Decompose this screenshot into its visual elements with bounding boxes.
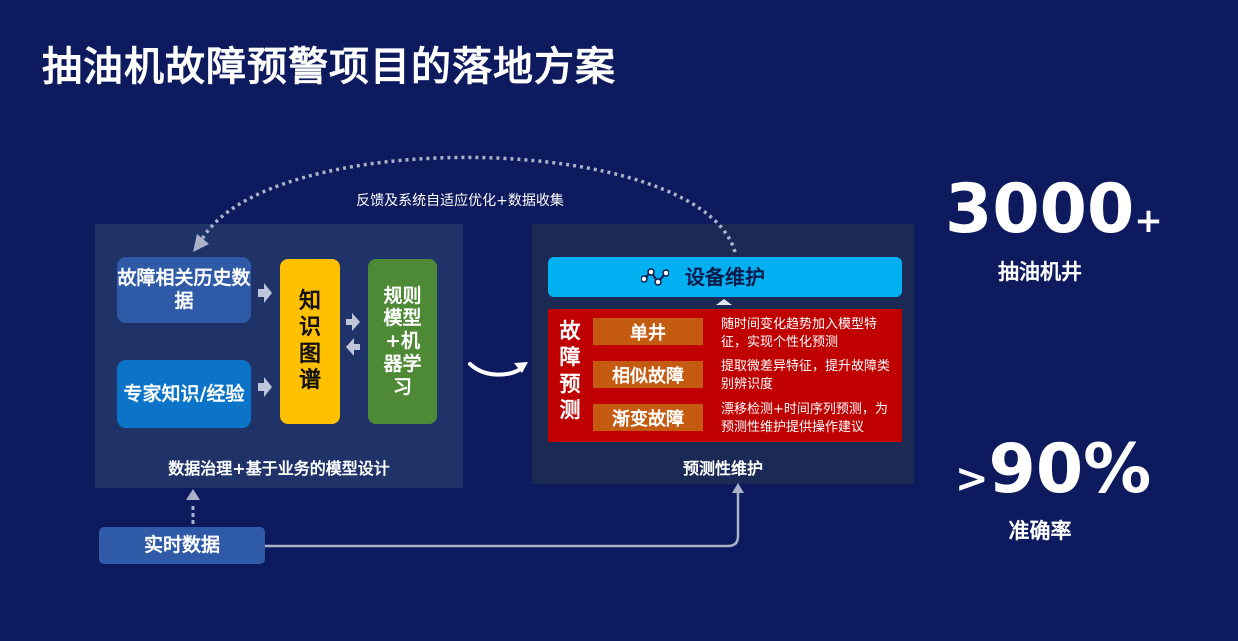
metric-wells: 3000+ <box>945 176 1163 244</box>
metric-wells-label: 抽油机井 <box>998 260 1082 284</box>
arrow-up-icon <box>716 299 732 305</box>
arrow-right-icon <box>346 313 360 331</box>
arrow-right-icon <box>258 377 272 397</box>
feedback-arrowhead-icon <box>193 234 209 252</box>
equipment-maintenance-bar: 设备维护 <box>548 257 902 297</box>
realtime-data-block: 实时数据 <box>99 527 265 564</box>
page-title: 抽油机故障预警项目的落地方案 <box>42 44 616 90</box>
outcome-desc-gradual-fault: 漂移检测+时间序列预测，为预测性维护提供操作建议 <box>721 402 888 436</box>
outcome-desc-single-well: 随时间变化趋势加入模型特征，实现个性化预测 <box>721 317 878 351</box>
network-nodes-icon <box>641 268 669 286</box>
metric-wells-suffix: + <box>1134 201 1163 241</box>
metric-accuracy-prefix: > <box>955 456 989 502</box>
outcome-tag-gradual-fault: 渐变故障 <box>593 404 703 431</box>
metric-accuracy-value: 90% <box>988 430 1152 509</box>
history-data-block: 故障相关历史数据 <box>117 257 251 323</box>
metric-accuracy-label: 准确率 <box>1008 519 1072 543</box>
arrow-right-icon <box>258 283 272 303</box>
right-panel-caption: 预测性维护 <box>682 459 763 478</box>
outcome-tag-similar-fault: 相似故障 <box>593 361 703 388</box>
left-panel-caption: 数据治理+基于业务的模型设计 <box>168 459 390 478</box>
knowledge-graph-block: 知识图谱 <box>280 259 340 424</box>
rule-model-block: 规则模型+机器学习 <box>368 259 437 424</box>
arrow-left-icon <box>346 338 360 356</box>
outcome-desc-similar-fault: 提取微差异特征，提升故障类别辨识度 <box>721 359 891 393</box>
expert-knowledge-block: 专家知识/经验 <box>117 360 251 428</box>
realtime-to-prediction-line <box>265 492 740 548</box>
equipment-maintenance-label: 设备维护 <box>685 265 765 289</box>
feedback-label: 反馈及系统自适应优化+数据收集 <box>356 193 564 209</box>
metric-accuracy: >90% <box>955 436 1165 504</box>
outcome-tag-single-well: 单井 <box>593 318 703 345</box>
feedback-arc <box>198 155 737 253</box>
fault-prediction-label: 故障预测 <box>559 319 581 422</box>
metric-wells-value: 3000 <box>945 170 1135 249</box>
curved-arrow-icon <box>468 362 524 377</box>
